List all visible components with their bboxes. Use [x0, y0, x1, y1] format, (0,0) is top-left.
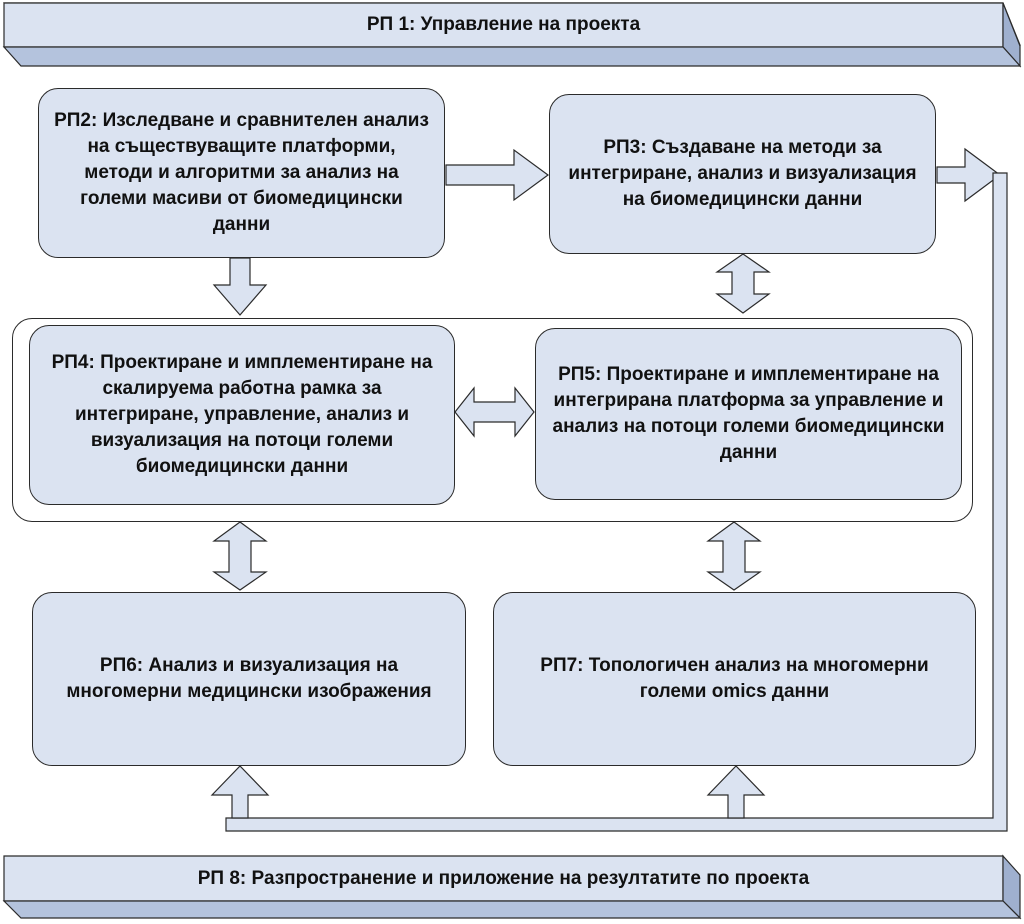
wp1-label: РП 1: Управление на проекта [366, 14, 641, 35]
arrow-wp4-wp6 [212, 521, 268, 591]
wp6-box: РП6: Анализ и визуализация на многомерни… [32, 592, 466, 766]
wp2-box: РП2: Изследване и сравнителен анализ на … [38, 88, 445, 258]
wp8-bar [2, 854, 1022, 920]
wp7-box: РП7: Топологичен анализ на многомерни го… [493, 592, 976, 766]
wp1-bar [2, 2, 1022, 68]
wp8-label: РП 8: Разпространение и приложение на ре… [197, 867, 810, 889]
feedback-line [225, 172, 1008, 832]
arrow-feedback-to-wp6 [210, 765, 270, 819]
wp1-bar-bottom [2, 46, 1022, 67]
wp5-box: РП5: Проектиране и имплементиране на инт… [535, 328, 962, 500]
arrow-wp2-to-wp4 [212, 257, 268, 316]
arrow-wp3-wp5 [715, 253, 771, 314]
arrow-feedback-to-wp7 [706, 765, 766, 819]
arrow-wp5-wp7 [706, 521, 762, 591]
arrow-wp2-to-wp3 [445, 148, 550, 202]
wp3-box: РП3: Създаване на методи за интегриране,… [549, 94, 936, 254]
wp8-bar-bottom [2, 900, 1022, 919]
wp4-box: РП4: Проектиране и имплементиране на ска… [29, 325, 455, 505]
arrow-wp3-to-feedback [936, 147, 1002, 203]
